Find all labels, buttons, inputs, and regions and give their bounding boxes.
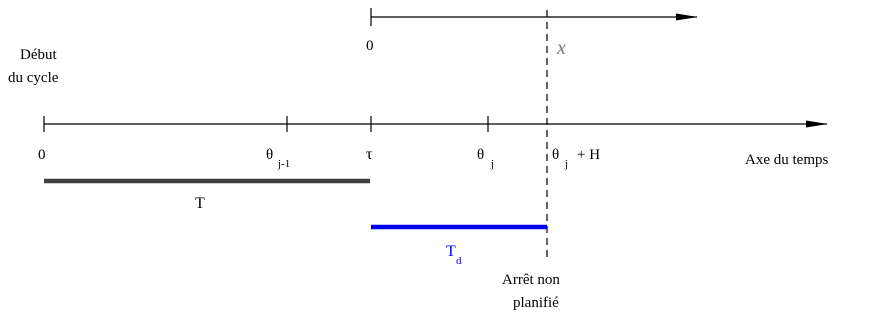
bar-Td-label-sub: d xyxy=(456,255,462,267)
bar-Td-label: T d xyxy=(446,243,462,267)
unplanned-stop-label-line2: planifié xyxy=(513,295,559,311)
tick-label-theta-j-h-base: θ xyxy=(552,147,559,163)
bar-T-label: T xyxy=(195,195,205,212)
bar-Td-label-base: T xyxy=(446,243,456,260)
cycle-start-label-line1: Début xyxy=(20,47,57,63)
tick-label-theta-j-h-suffix: + H xyxy=(577,147,600,163)
unplanned-stop-label-line1: Arrêt non xyxy=(502,272,560,288)
time-axis-label: Axe du temps xyxy=(745,152,828,168)
tick-label-theta-jm1: θ j-1 xyxy=(266,147,290,170)
tick-label-theta-j: θ j xyxy=(477,147,494,170)
tick-label-theta-jm1-sub: j-1 xyxy=(277,158,290,170)
tick-label-theta-j-h-sub: j xyxy=(564,158,568,170)
x-variable-label: x xyxy=(556,37,566,59)
tick-label-theta-j-base: θ xyxy=(477,147,484,163)
cycle-start-label-line2: du cycle xyxy=(8,70,59,86)
top-axis-origin-label: 0 xyxy=(366,38,374,54)
tick-label-zero: 0 xyxy=(38,147,46,163)
tick-label-tau: τ xyxy=(366,146,373,163)
tick-label-theta-j-h: θ j + H xyxy=(552,147,600,170)
tick-label-theta-j-sub: j xyxy=(490,158,494,170)
tick-label-theta-jm1-base: θ xyxy=(266,147,273,163)
